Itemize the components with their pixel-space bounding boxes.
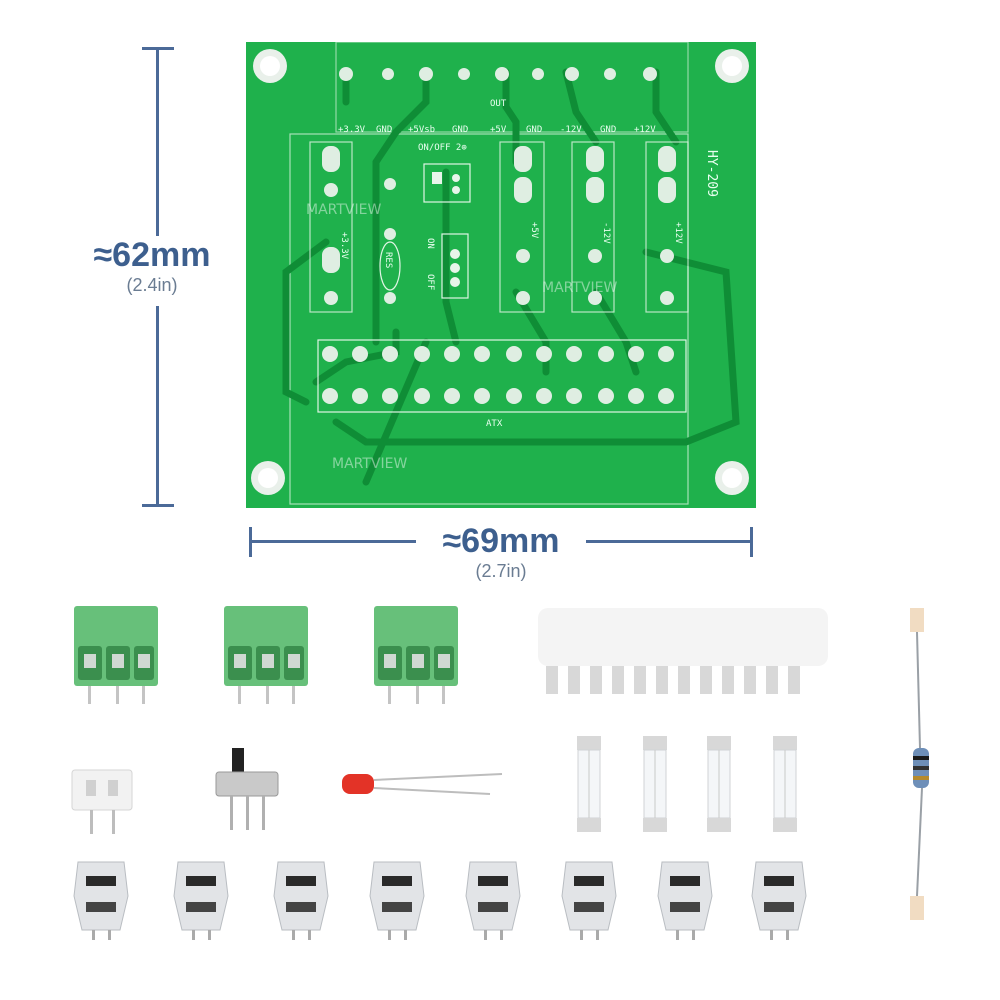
rail-label-gnd-2: GND: [452, 125, 468, 135]
rail-label-gnd-4: GND: [600, 125, 616, 135]
mount-hole-tl: [253, 49, 287, 83]
fuse-clip-row: [70, 858, 810, 940]
rail-label-5vsb: +5Vsb: [408, 125, 435, 135]
atx-connector-outline: [317, 339, 687, 413]
watermark-2: MARTVIEW: [332, 456, 407, 472]
on-label: ON: [425, 238, 435, 249]
mount-hole-bl: [251, 461, 285, 495]
fuse-3: [707, 736, 731, 832]
terminal-block-3: [374, 606, 458, 704]
width-in-label: (2.7in): [475, 561, 527, 581]
fuse-clip-7: [657, 861, 713, 940]
vertical-rail-labels: +3.3V +5V -12V +12V: [339, 222, 683, 260]
fuse-clip-2: [173, 861, 229, 940]
pcb-substrate: [246, 42, 756, 508]
res-label: RES: [383, 252, 393, 268]
watermark-1: MARTVIEW: [306, 202, 381, 218]
atx-pins: [322, 346, 674, 404]
terminal-block-1: [74, 606, 158, 704]
switch-label: ON/OFF 2⊕: [418, 143, 467, 153]
fuse-2: [643, 736, 667, 832]
fuse-clip-8: [751, 861, 807, 940]
rail-label-row: +3.3V GND +5Vsb GND +5V GND -12V GND +12…: [338, 125, 656, 135]
out-label: OUT: [490, 99, 507, 109]
fuse-clip-6: [561, 861, 617, 940]
model-label: HY-209: [704, 150, 719, 197]
width-label-box: ≈69mm (2.7in): [416, 522, 586, 588]
slide-switch: [215, 748, 279, 830]
atx-pin-header: [538, 608, 828, 694]
width-mm-label: ≈69mm: [442, 522, 560, 560]
terminal-block-2: [224, 606, 308, 704]
mount-hole-tr: [715, 49, 749, 83]
vlabel-5v: +5V: [529, 222, 539, 239]
off-label: OFF: [425, 274, 435, 290]
rail-label-12v: +12V: [634, 125, 656, 135]
two-pin-connector: [71, 769, 133, 834]
fuse-clip-5: [465, 861, 521, 940]
vlabel-3v3: +3.3V: [339, 232, 349, 260]
rail-label-3v3: +3.3V: [338, 125, 366, 135]
height-dimension-cap-top: [142, 47, 174, 50]
rail-label-5v: +5V: [490, 125, 507, 135]
pcb-board: +3.3V GND +5Vsb GND +5V GND -12V GND +12…: [246, 42, 756, 508]
height-dimension-cap-bottom: [142, 504, 174, 507]
fuse-4: [773, 736, 797, 832]
atx-label: ATX: [486, 419, 503, 429]
rail-label-neg12v: -12V: [560, 125, 582, 135]
fuse-clip-4: [369, 861, 425, 940]
vlabel-12v: +12V: [673, 222, 683, 244]
red-led: [342, 773, 503, 795]
rail-label-gnd-1: GND: [376, 125, 392, 135]
watermark-3: MARTVIEW: [542, 280, 617, 296]
vlabel-neg12v: -12V: [601, 222, 611, 244]
height-label-box: ≈62mm (2.4in): [72, 236, 232, 306]
rail-label-gnd-3: GND: [526, 125, 542, 135]
mount-hole-br: [715, 461, 749, 495]
height-mm-label: ≈62mm: [93, 236, 211, 274]
fuse-clip-1: [73, 861, 129, 940]
fuse-clip-3: [273, 861, 329, 940]
fuse-1: [577, 736, 601, 832]
width-dimension-cap-right: [750, 527, 753, 557]
width-dimension-cap-left: [249, 527, 252, 557]
height-in-label: (2.4in): [126, 275, 178, 295]
resistor: [910, 608, 929, 920]
